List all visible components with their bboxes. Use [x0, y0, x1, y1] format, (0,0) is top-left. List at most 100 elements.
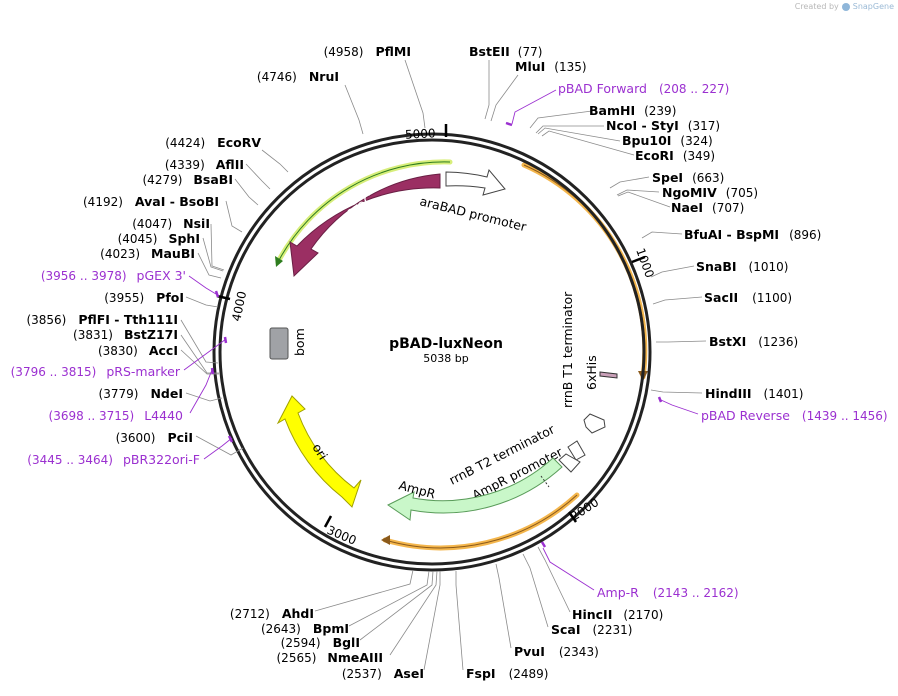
- site-label-bsteii[interactable]: BstEII(77): [469, 44, 542, 59]
- site-label-naei[interactable]: NaeI(707): [671, 200, 744, 215]
- primer-markers: [183, 89, 699, 591]
- rrnb-t2-terminator-shape[interactable]: [567, 440, 586, 461]
- primer-label-pbr322ori-f[interactable]: (3445 .. 3464)pBR322ori-F: [27, 452, 200, 467]
- primer-marker-pbad-forward[interactable]: [505, 121, 513, 127]
- primer-marker-pbr322ori-f[interactable]: [227, 435, 234, 443]
- site-label-bsabi[interactable]: (4279)BsaBI: [143, 172, 234, 187]
- site-label-pflmi[interactable]: (4958)PflMI: [324, 44, 411, 59]
- leader-fspi: [455, 571, 464, 671]
- orf-arc-bottom-core: [384, 494, 578, 549]
- orf-arc-arac-head: [275, 256, 283, 267]
- primer-label-pgex-3[interactable]: (3956 .. 3978)pGEX 3': [41, 268, 186, 283]
- leader-pflfi: [180, 319, 219, 364]
- site-label-avai-bsobi[interactable]: (4192)AvaI - BsoBI: [83, 194, 219, 209]
- leader-acci: [180, 349, 219, 375]
- site-label-pflfi-tth111i[interactable]: (3856)PflFI - Tth111I: [26, 312, 178, 327]
- site-label-ngomiv[interactable]: NgoMIV(705): [662, 185, 758, 200]
- arabad-promoter-label: araBAD promoter: [418, 193, 528, 234]
- site-label-aflii[interactable]: (4339)AflII: [165, 157, 244, 172]
- ampr-promoter-shape[interactable]: [558, 453, 581, 473]
- site-label-acci[interactable]: (3830)AccI: [98, 343, 178, 358]
- leader-ecori: [541, 130, 635, 156]
- ori-feature-arrow[interactable]: [276, 395, 362, 508]
- leader-maubi: [197, 252, 222, 279]
- site-label-snabi[interactable]: SnaBI(1010): [696, 259, 788, 274]
- primer-label-pbad-forward[interactable]: pBAD Forward(208 .. 227): [558, 81, 729, 96]
- site-label-nsii[interactable]: (4047)NsiI: [132, 216, 210, 231]
- primer-labels: pBAD Forward(208 .. 227) pBAD Reverse(14…: [11, 81, 888, 600]
- leader-bpu10i: [537, 127, 621, 142]
- his-tag-arrow[interactable]: [599, 371, 618, 379]
- rrnb-t1-terminator-label: rrnB T1 terminator: [560, 291, 575, 408]
- site-label-bfuai-bspmi[interactable]: BfuAI - BspMI(896): [684, 227, 821, 242]
- bom-feature-box[interactable]: [269, 327, 289, 360]
- credit-prefix: Created by: [794, 2, 839, 11]
- site-label-bamhi[interactable]: BamHI(239): [589, 103, 676, 118]
- ampr-feature-arrow[interactable]: [387, 457, 563, 521]
- site-label-bpmi[interactable]: (2643)BpmI: [261, 621, 349, 636]
- site-label-pcii[interactable]: (3600)PciI: [116, 430, 193, 445]
- leader-ecorv: [261, 149, 289, 173]
- leader-asei: [423, 571, 441, 671]
- site-label-ecorv[interactable]: (4424)EcoRV: [165, 135, 261, 150]
- plasmid-length: 5038 bp: [423, 352, 468, 365]
- leader-pbr322ori-f: [203, 437, 233, 460]
- site-label-scai[interactable]: ScaI(2231): [551, 622, 632, 637]
- site-label-sacii[interactable]: SacII(1100): [704, 290, 792, 305]
- site-label-mlui[interactable]: MluI(135): [515, 59, 587, 74]
- scale-ticks: [216, 124, 646, 528]
- leader-bstxi: [656, 340, 707, 343]
- leader-bpmi: [348, 570, 430, 627]
- site-label-ahdi[interactable]: (2712)AhdI: [230, 606, 314, 621]
- arabad-promoter-arrow[interactable]: [445, 168, 506, 196]
- site-label-fspi[interactable]: FspI(2489): [466, 666, 548, 681]
- primer-label-pbad-reverse[interactable]: pBAD Reverse(1439 .. 1456): [701, 408, 888, 423]
- primer-marker-prs-marker[interactable]: [223, 336, 228, 344]
- arac-feature-arrow[interactable]: [289, 173, 441, 278]
- leader-pvui: [495, 563, 512, 649]
- site-label-hindiii[interactable]: HindIII(1401): [705, 386, 803, 401]
- leader-spei: [609, 176, 650, 189]
- credit-brand: SnapGene: [852, 2, 894, 11]
- primer-marker-amp-r[interactable]: [540, 541, 547, 548]
- site-label-asei[interactable]: (2537)AseI: [342, 666, 424, 681]
- primer-marker-pgex-3[interactable]: [214, 290, 220, 298]
- rrnb-t1-terminator-shape[interactable]: [583, 413, 606, 434]
- tick-mark-3000: [323, 515, 333, 528]
- orf-arc-bottom-head: [381, 535, 390, 545]
- backbone-inner: [218, 138, 646, 566]
- site-label-pfoi[interactable]: (3955)PfoI: [104, 290, 184, 305]
- site-labels-right: BstEII(77) MluI(135) BamHI(239) NcoI - S…: [466, 44, 821, 681]
- site-label-bstxi[interactable]: BstXI(1236): [709, 334, 798, 349]
- site-label-bstz17i[interactable]: (3831)BstZ17I: [73, 327, 178, 342]
- leader-snabi: [650, 265, 695, 278]
- leader-bsteii: [484, 60, 490, 120]
- leader-ahdi: [314, 569, 414, 612]
- site-label-bgli[interactable]: (2594)BglI: [281, 635, 360, 650]
- site-label-maubi[interactable]: (4023)MauBI: [100, 246, 195, 261]
- site-label-nrui[interactable]: (4746)NruI: [257, 69, 339, 84]
- leader-bamhi: [529, 110, 593, 129]
- leader-pflmi: [404, 59, 426, 129]
- primer-marker-pbad-reverse[interactable]: [657, 396, 663, 403]
- site-label-hincii[interactable]: HincII(2170): [572, 607, 663, 622]
- site-label-sphi[interactable]: (4045)SphI: [118, 231, 200, 246]
- tick-label-5000: 5000: [405, 126, 436, 142]
- primer-label-amp-r[interactable]: Amp-R(2143 .. 2162): [597, 585, 739, 600]
- site-label-ecori[interactable]: EcoRI(349): [635, 148, 715, 163]
- site-label-pvui[interactable]: PvuI(2343): [514, 644, 599, 659]
- site-label-bpu10i[interactable]: Bpu10I(324): [622, 133, 713, 148]
- tick-label-4000: 4000: [229, 290, 249, 323]
- primer-label-l4440[interactable]: (3698 .. 3715)L4440: [49, 408, 184, 423]
- site-label-ndei[interactable]: (3779)NdeI: [99, 386, 183, 401]
- leader-sphi: [202, 237, 224, 272]
- site-leader-lines: [180, 59, 707, 671]
- leader-avai: [225, 200, 243, 233]
- site-label-ncoi-styi[interactable]: NcoI - StyI(317): [606, 118, 720, 133]
- primer-label-prs-marker[interactable]: (3796 .. 3815)pRS-marker: [11, 364, 181, 379]
- site-label-spei[interactable]: SpeI(663): [652, 170, 724, 185]
- tick-mark-1000: [631, 255, 646, 264]
- primer-marker-l4440[interactable]: [210, 367, 215, 375]
- site-label-nmeaiii[interactable]: (2565)NmeAIII: [277, 650, 384, 665]
